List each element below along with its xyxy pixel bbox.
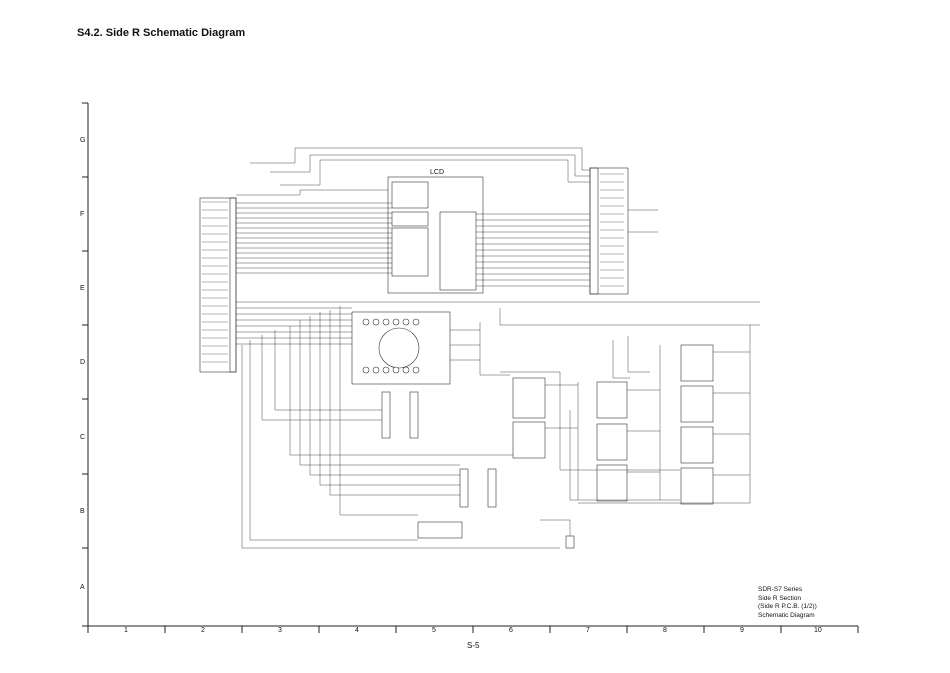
legend-line: (Side R P.C.B. (1/2)) [758,603,817,610]
schematic-wiring [199,147,760,549]
page-number: S-5 [467,641,480,650]
row-label-d: D [80,359,85,366]
row-label-g: G [80,137,85,144]
page-title: S4.2. Side R Schematic Diagram [77,27,246,39]
column-label-1: 1 [124,627,128,634]
row-label-a: A [80,584,85,591]
left-connector-pins [202,201,228,363]
row-label-c: C [80,434,85,441]
column-label-10: 10 [814,627,822,634]
legend-line: SDR-S7 Series [758,586,803,593]
column-label-4: 4 [355,627,359,634]
column-label-8: 8 [663,627,667,634]
row-label-f: F [80,211,84,218]
column-label-5: 5 [432,627,436,634]
legend-line: Schematic Diagram [758,611,815,619]
diagram-legend: SDR-S7 Series Side R Section (Side R P.C… [758,586,817,620]
column-label-7: 7 [586,627,590,634]
lcd-label: LCD [430,169,444,176]
right-connector-pins [600,173,624,287]
row-label-b: B [80,508,85,515]
row-label-e: E [80,285,85,292]
column-label-9: 9 [740,627,744,634]
column-label-6: 6 [509,627,513,634]
column-label-2: 2 [201,627,205,634]
column-label-3: 3 [278,627,282,634]
legend-line: Side R Section [758,594,801,602]
